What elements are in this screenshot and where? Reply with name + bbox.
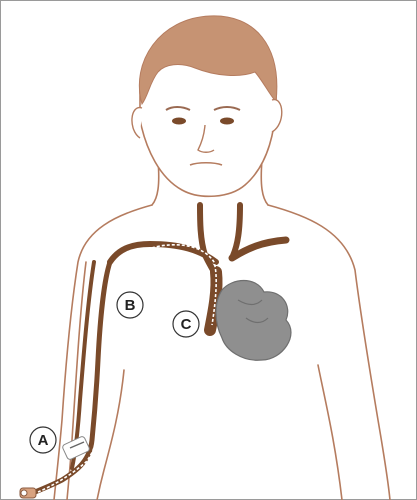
- right-ear: [272, 100, 282, 132]
- left-eye: [172, 118, 186, 125]
- heart: [216, 281, 291, 361]
- label-b-text: B: [125, 297, 136, 314]
- right-eye: [220, 118, 234, 125]
- label-a: A: [30, 427, 56, 453]
- right-subclavian-vein: [232, 240, 286, 258]
- head: [132, 16, 282, 196]
- left-ear: [132, 108, 142, 138]
- label-c-text: C: [181, 316, 192, 333]
- picc-catheter: [38, 245, 216, 492]
- label-a-text: A: [38, 432, 49, 449]
- hub-cap: [21, 490, 27, 496]
- label-c: C: [173, 311, 199, 337]
- label-b: B: [117, 292, 143, 318]
- heart-shape: [216, 281, 291, 361]
- catheter-hub: [20, 488, 36, 498]
